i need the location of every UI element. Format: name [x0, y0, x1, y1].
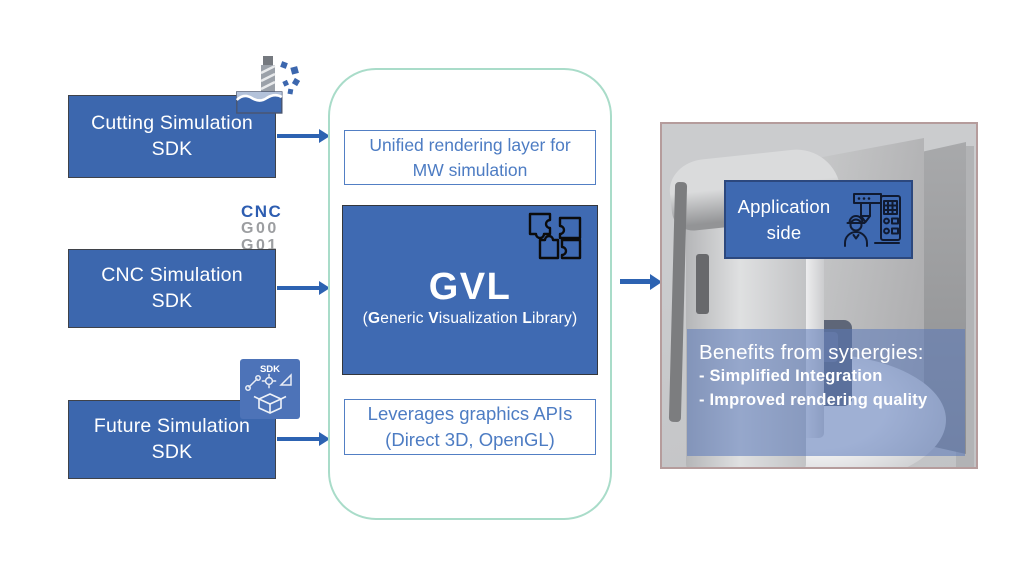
puzzle-pieces-icon: [528, 212, 582, 260]
machine-render-door-slot: [696, 254, 709, 314]
cnc-sdk-label-line1: CNC Simulation: [101, 263, 243, 286]
unified-rendering-note: Unified rendering layer for MW simulatio…: [344, 130, 596, 185]
arrow-gvl-to-application: [620, 279, 650, 284]
milling-tool-chips-icon: [236, 56, 300, 114]
gcode-annotation: CNC G00 G01: [241, 202, 283, 255]
unified-note-line1: Unified rendering layer for: [369, 134, 571, 155]
sdk-package-icon: SDK: [240, 359, 300, 419]
sdk-icon-label: SDK: [260, 364, 280, 375]
future-sdk-label-line2: SDK: [151, 440, 193, 463]
arrow-cnc-to-gvl: [277, 286, 319, 290]
operator-cnc-machine-icon: [844, 192, 901, 247]
application-panel: Application side: [660, 122, 978, 469]
machine-render-left-edge: [668, 181, 688, 423]
benefits-title: Benefits from synergies:: [699, 341, 924, 364]
unified-note-line2: MW simulation: [412, 159, 528, 180]
gvl-title: GVL: [428, 266, 512, 308]
gvl-subtitle: (Generic Visualization Library): [362, 310, 578, 327]
application-side-box: Application side: [724, 180, 913, 259]
arrow-future-to-gvl: [277, 437, 319, 441]
cutting-sdk-label-line2: SDK: [151, 137, 193, 160]
cutting-sdk-label-line1: Cutting Simulation: [91, 111, 253, 134]
arrow-cutting-to-gvl: [277, 134, 319, 138]
graphics-note-line1: Leverages graphics APIs: [367, 402, 573, 424]
cnc-simulation-sdk-box: CNC Simulation SDK: [68, 249, 276, 328]
cnc-sdk-label-line2: SDK: [151, 289, 193, 312]
benefit-item-2: - Improved rendering quality: [699, 390, 928, 409]
application-side-label: Application side: [737, 195, 831, 243]
gcode-cnc-label: CNC: [241, 202, 283, 221]
benefits-overlay: Benefits from synergies: - Simplified In…: [687, 329, 965, 456]
graphics-apis-note: Leverages graphics APIs (Direct 3D, Open…: [344, 399, 596, 455]
graphics-note-line2: (Direct 3D, OpenGL): [385, 429, 555, 450]
future-sdk-label-line1: Future Simulation: [93, 414, 251, 437]
gcode-g00-label: G00: [241, 220, 279, 238]
gvl-box: GVL (Generic Visualization Library): [342, 205, 598, 375]
benefit-item-1: - Simplified Integration: [699, 367, 883, 385]
